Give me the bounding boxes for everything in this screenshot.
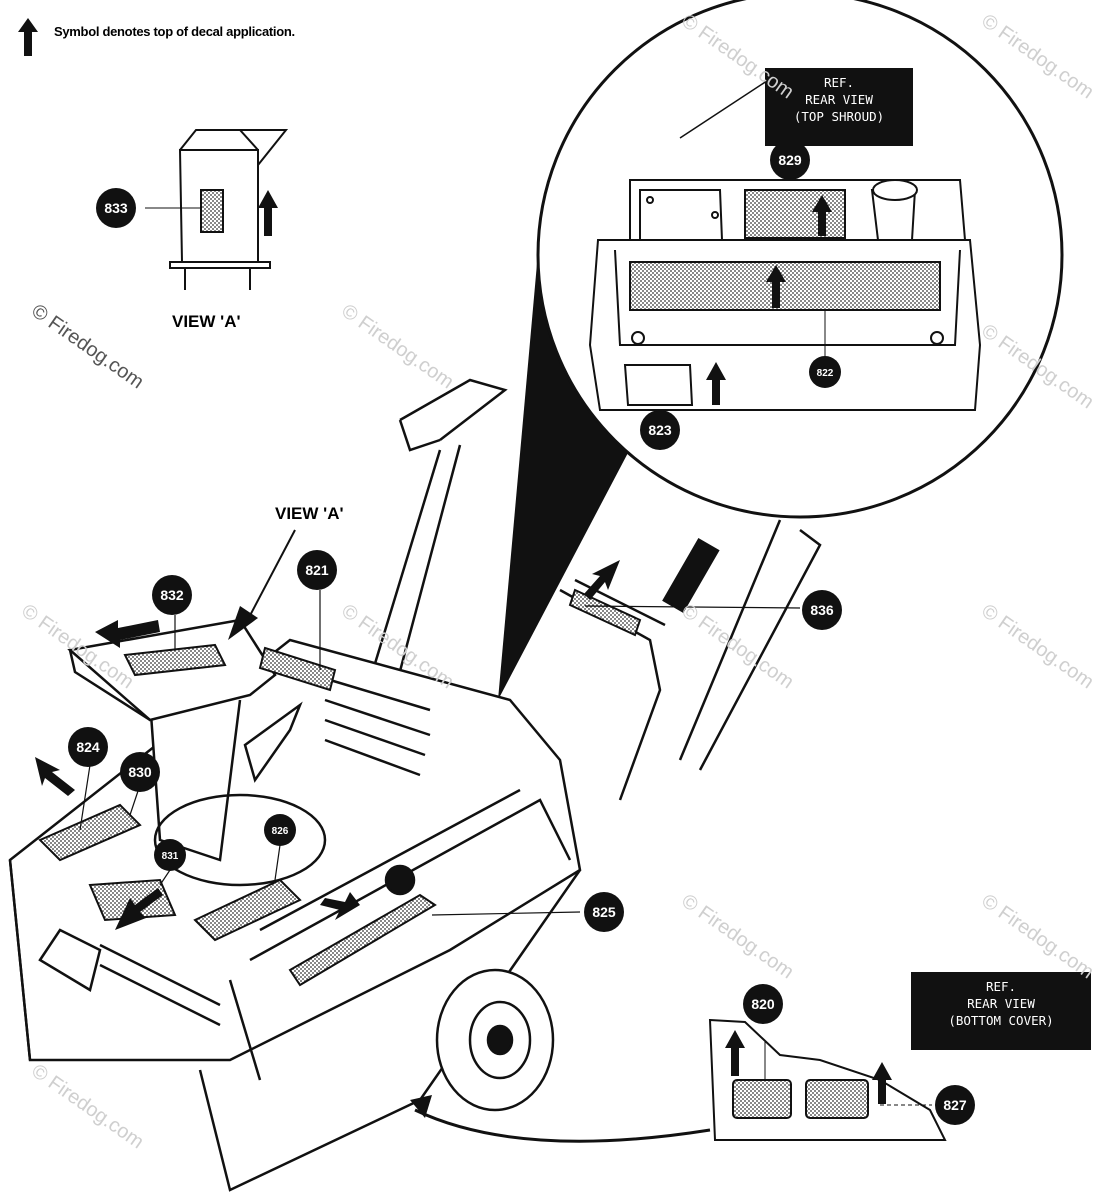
view-a-inset	[145, 129, 289, 290]
callout-825	[584, 892, 624, 932]
callout-label-831: 831	[162, 851, 179, 862]
callout-labels: 833 829 822 823 832 821 836 824 830 831 …	[76, 152, 967, 1113]
callout-label-836: 836	[810, 602, 834, 618]
bottom-arrow-right-icon	[872, 1062, 892, 1104]
callout-label-830: 830	[128, 764, 152, 780]
snow-thrower-body	[8, 378, 822, 1192]
view-a-arrow-icon	[258, 190, 278, 236]
bottom-arrow-left-icon	[725, 1030, 745, 1076]
top-ref-line2: REAR VIEW	[805, 92, 873, 107]
bottom-ref-line2: REAR VIEW	[967, 996, 1035, 1011]
top-shroud-magnifier	[498, 0, 1064, 700]
top-shroud-ref-box: REF. REAR VIEW (TOP SHROUD)	[765, 68, 913, 146]
callout-label-827: 827	[943, 1097, 967, 1113]
callout-821	[297, 550, 337, 590]
callout-827	[935, 1085, 975, 1125]
callout-830	[120, 752, 160, 792]
top-ref-line3: (TOP SHROUD)	[793, 109, 885, 124]
callout-833	[96, 188, 136, 228]
callout-label-824: 824	[76, 739, 100, 755]
bottom-cover-inset	[708, 1018, 947, 1141]
top-ref-line1: REF.	[823, 75, 855, 90]
callout-label-832: 832	[160, 587, 184, 603]
callout-label-833: 833	[104, 200, 128, 216]
callout-820	[743, 984, 783, 1024]
callout-label-829: 829	[778, 152, 802, 168]
legend: Symbol denotes top of decal application.	[42, 20, 295, 39]
callout-822	[809, 356, 841, 388]
view-a-callout-label: VIEW 'A'	[275, 504, 344, 523]
view-a-callout-line	[228, 529, 296, 640]
callout-label-820: 820	[751, 996, 775, 1012]
legend-text: Symbol denotes top of decal application.	[54, 24, 295, 39]
callout-832	[152, 575, 192, 615]
callout-826	[264, 814, 296, 846]
leader-lines	[79, 590, 801, 916]
bottom-ref-line1: REF.	[985, 979, 1017, 994]
callout-829	[770, 140, 810, 180]
callout-824	[68, 727, 108, 767]
callout-label-823: 823	[648, 422, 672, 438]
bottom-ref-line3: (BOTTOM COVER)	[948, 1013, 1054, 1028]
callout-label-825: 825	[592, 904, 616, 920]
view-a-label: VIEW 'A'	[172, 312, 241, 331]
bottom-cover-arrow-icon	[410, 1095, 432, 1118]
callout-836	[802, 590, 842, 630]
callout-label-826: 826	[272, 826, 289, 837]
callout-circles	[68, 140, 975, 1125]
machine-direction-arrows	[35, 560, 620, 930]
bottom-cover-ref-box: REF. REAR VIEW (BOTTOM COVER)	[911, 972, 1091, 1050]
callout-label-822: 822	[817, 368, 834, 379]
machine-decals	[38, 588, 642, 987]
callout-823	[640, 410, 680, 450]
callout-831	[154, 839, 186, 871]
legend-arrow-icon	[18, 18, 38, 56]
callout-label-821: 821	[305, 562, 329, 578]
